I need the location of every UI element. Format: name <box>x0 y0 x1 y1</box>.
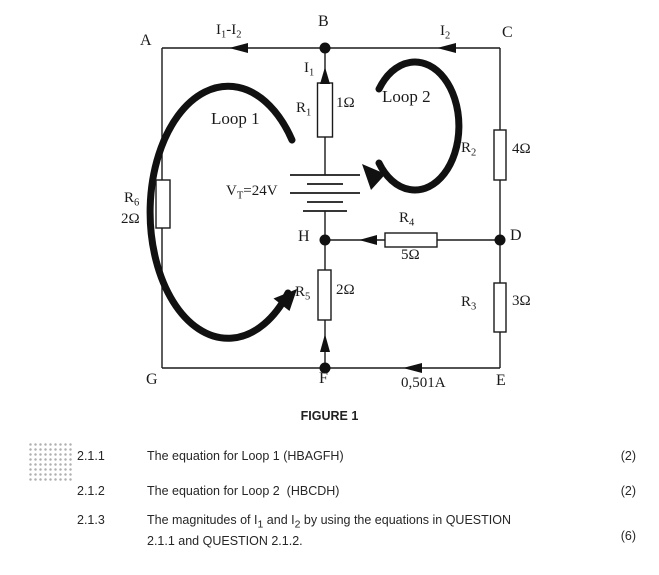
i1mi2-p1: I <box>216 22 221 38</box>
question-marks-213: (6) <box>620 529 636 543</box>
q213-line1c: by using the equations in QUESTION <box>300 513 511 527</box>
resistor-r1-value: 1Ω <box>336 95 355 111</box>
loop1-arrowhead <box>273 289 297 311</box>
current-arrows <box>229 43 456 373</box>
question-marks-212: (2) <box>620 484 636 498</box>
node-dot-h <box>319 234 331 246</box>
resistor-r6-label: R6 <box>124 191 139 209</box>
arrow-r4-left <box>359 235 377 245</box>
node-label-d: D <box>510 227 522 244</box>
r4-sub: 4 <box>409 217 415 229</box>
resistor-r1-label: R1 <box>296 101 311 119</box>
i1-sub: 1 <box>309 67 315 79</box>
question-number-212: 2.1.2 <box>77 484 105 498</box>
i1-name: I <box>304 60 309 76</box>
battery-voltage: =24V <box>243 183 278 199</box>
r6-sub: 6 <box>134 197 140 209</box>
q213-line1b: and I <box>263 513 295 527</box>
battery-sub: T <box>236 190 244 202</box>
loop1-arrow-arc <box>146 82 296 342</box>
loop2-arrow-arc <box>375 58 463 194</box>
question-number-211: 2.1.1 <box>77 449 105 463</box>
question-text-213: The magnitudes of I1 and I2 by using the… <box>147 512 597 549</box>
i2-sub: 2 <box>445 30 451 42</box>
resistor-r6 <box>155 179 171 229</box>
arrow-f-up <box>320 334 330 352</box>
question-text-211: The equation for Loop 1 (HBAGFH) <box>147 449 344 463</box>
r1-sub: 1 <box>306 107 312 119</box>
loop2-arrowhead <box>362 164 386 190</box>
arrow-i1-up <box>320 67 330 84</box>
loop2-label: Loop 2 <box>382 87 431 106</box>
figure-caption: FIGURE 1 <box>300 409 359 423</box>
node-label-h: H <box>298 228 310 245</box>
r2-sub: 2 <box>471 147 477 159</box>
r1-name: R <box>296 100 307 116</box>
resistor-r5-label: R5 <box>295 285 310 303</box>
loop-arrows <box>146 58 463 342</box>
r5-sub: 5 <box>305 291 311 303</box>
resistor-r5 <box>317 269 332 321</box>
node-dot-b <box>319 42 331 54</box>
resistor-r2 <box>493 129 507 181</box>
junction-dots <box>319 42 506 374</box>
current-i1-label: I1 <box>304 61 314 79</box>
q213-sub1: 1 <box>257 518 264 531</box>
node-label-f: F <box>319 370 328 387</box>
resistor-r2-value: 4Ω <box>512 141 531 157</box>
current-i2-label: I2 <box>440 24 450 42</box>
node-label-e: E <box>496 372 506 389</box>
resistor-r3-label: R3 <box>461 295 476 313</box>
node-label-c: C <box>502 24 513 41</box>
watermark-dots-pattern <box>28 442 72 482</box>
node-dot-f <box>319 362 331 374</box>
question-number-213: 2.1.3 <box>77 513 105 527</box>
node-label-a: A <box>140 32 152 49</box>
i1mi2-s1: 1 <box>221 29 227 41</box>
question-marks-211: (2) <box>620 449 636 463</box>
resistor-r4-label: R4 <box>399 211 414 229</box>
arrow-i2-left <box>437 43 456 53</box>
r5-name: R <box>295 284 306 300</box>
resistor-r5-value: 2Ω <box>336 282 355 298</box>
question-text-212: The equation for Loop 2 (HBCDH) <box>147 484 340 498</box>
branch-current-label: 0,501A <box>401 375 446 391</box>
node-label-g: G <box>146 371 158 388</box>
resistor-r3 <box>493 282 507 333</box>
resistor-r1 <box>316 82 334 138</box>
q213-line1a: The magnitudes of I <box>147 513 258 527</box>
resistor-r4 <box>384 232 438 248</box>
i1mi2-p2: -I <box>226 22 237 38</box>
r4-name: R <box>399 210 410 226</box>
battery-name: V <box>226 183 237 199</box>
q213-line2: 2.1.1 and QUESTION 2.1.2. <box>147 533 303 548</box>
q213-sub2: 2 <box>294 518 301 531</box>
r6-name: R <box>124 190 135 206</box>
node-label-b: B <box>318 13 329 30</box>
r3-sub: 3 <box>471 301 477 313</box>
r2-name: R <box>461 140 472 156</box>
i1mi2-s2: 2 <box>236 29 242 41</box>
current-i1-minus-i2-label: I1-I2 <box>216 23 242 41</box>
resistor-r6-value: 2Ω <box>121 211 140 227</box>
resistor-r3-value: 3Ω <box>512 293 531 309</box>
node-dot-d <box>494 234 506 246</box>
r3-name: R <box>461 294 472 310</box>
i2-name: I <box>440 23 445 39</box>
arrow-i1-minus-i2-left <box>229 43 248 53</box>
arrow-bottom-left <box>403 363 422 373</box>
resistor-r4-value: 5Ω <box>401 247 420 263</box>
battery-label: VT=24V <box>226 184 278 202</box>
resistor-r2-label: R2 <box>461 141 476 159</box>
resistor-boxes <box>155 82 507 333</box>
battery-symbol <box>290 174 360 212</box>
loop1-label: Loop 1 <box>211 109 260 128</box>
